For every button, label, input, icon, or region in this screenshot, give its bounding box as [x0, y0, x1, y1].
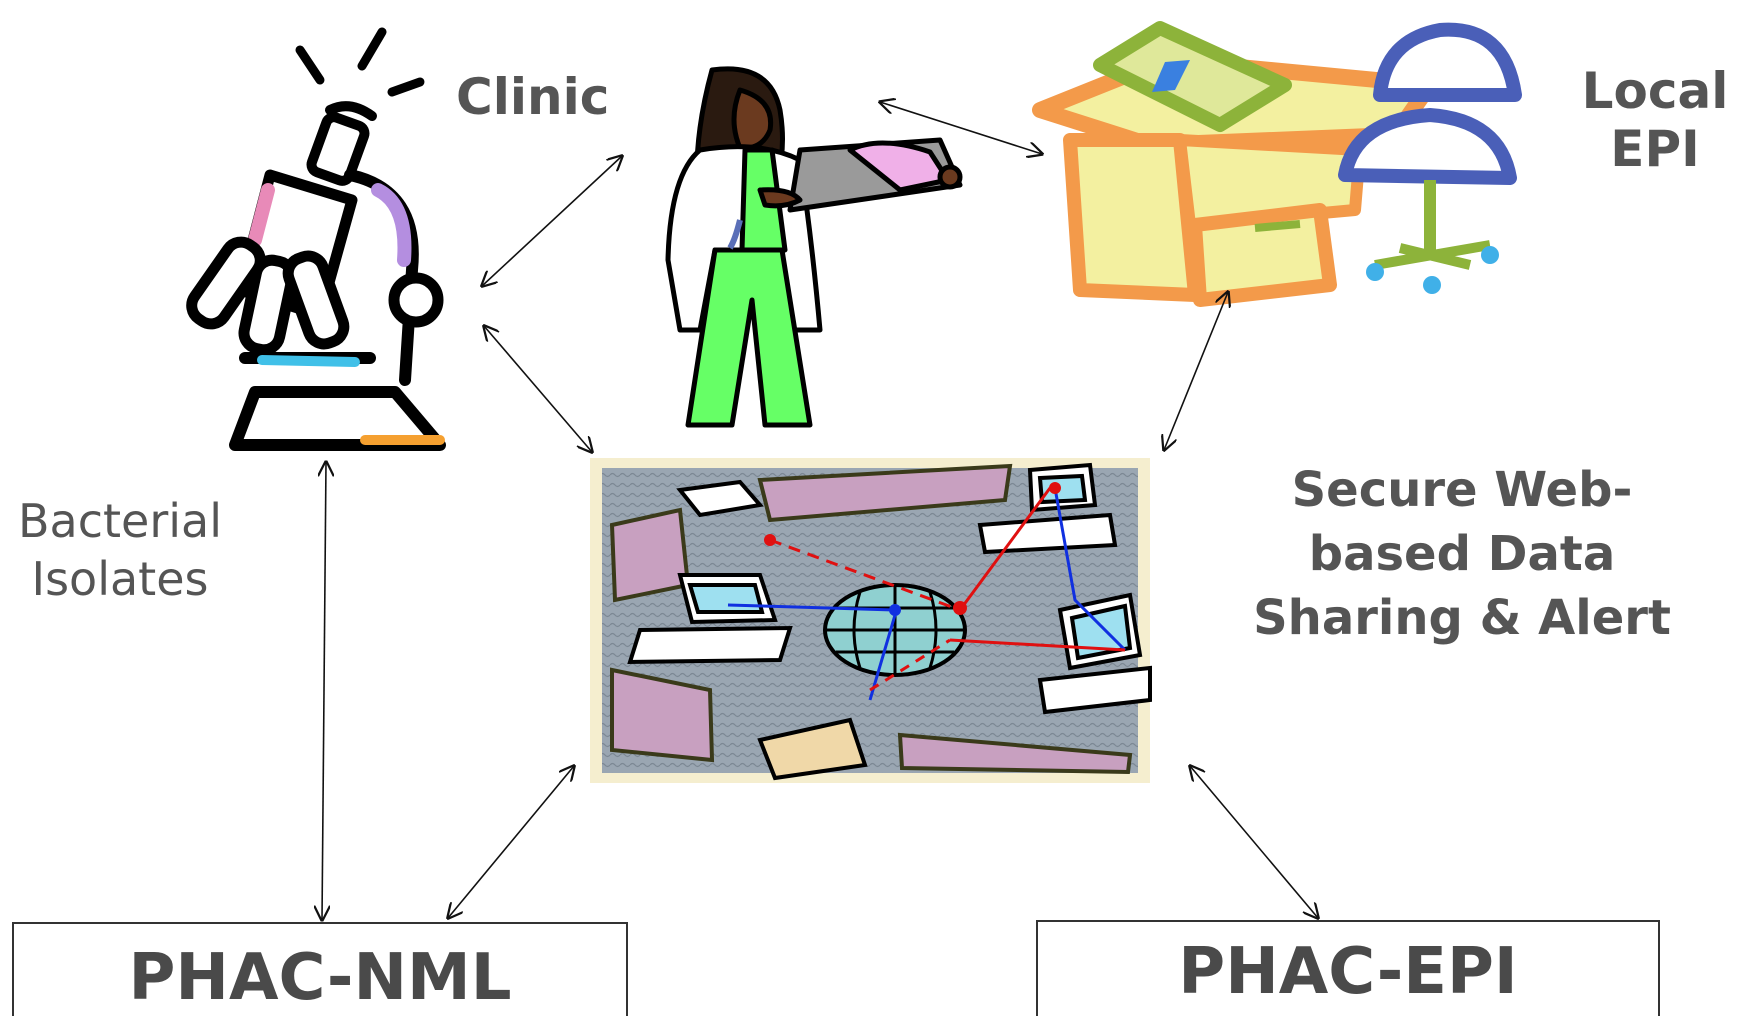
connection-arrows [322, 102, 1318, 920]
secure-data-sharing-label: Secure Web- based Data Sharing & Alert [1222, 458, 1702, 650]
arrow-lab-nml [322, 462, 326, 920]
phac-nml-title: PHAC-NML [128, 941, 512, 1015]
secure-data-sharing-line2: based Data [1308, 526, 1616, 582]
network-globe-icon [590, 458, 1152, 783]
clinic-label: Clinic [456, 68, 610, 126]
microscope-icon [186, 27, 446, 451]
local-epi-label-line2: EPI [1610, 120, 1700, 178]
local-epi-label: Local EPI [1560, 62, 1750, 178]
office-desk-icon [1032, 21, 1522, 307]
arrow-lab-network [484, 326, 592, 452]
arrow-network-nml [448, 766, 574, 918]
arrow-local-epi-network [1164, 292, 1228, 450]
bacterial-isolates-line2: Isolates [31, 552, 209, 606]
secure-data-sharing-line3: Sharing & Alert [1253, 590, 1671, 646]
bacterial-isolates-label: Bacterial Isolates [10, 492, 230, 608]
bacterial-isolates-line1: Bacterial [17, 494, 223, 548]
arrow-network-epi [1190, 766, 1318, 918]
phac-epi-box: PHAC-EPI [1036, 920, 1660, 1016]
arrow-clinic-lab [482, 156, 622, 286]
phac-nml-box: PHAC-NML [12, 922, 628, 1016]
doctor-icon [665, 66, 963, 428]
phac-epi-title: PHAC-EPI [1178, 935, 1518, 1009]
secure-data-sharing-line1: Secure Web- [1291, 462, 1633, 518]
local-epi-label-line1: Local [1581, 62, 1729, 120]
arrow-clinic-local-epi [880, 102, 1042, 154]
